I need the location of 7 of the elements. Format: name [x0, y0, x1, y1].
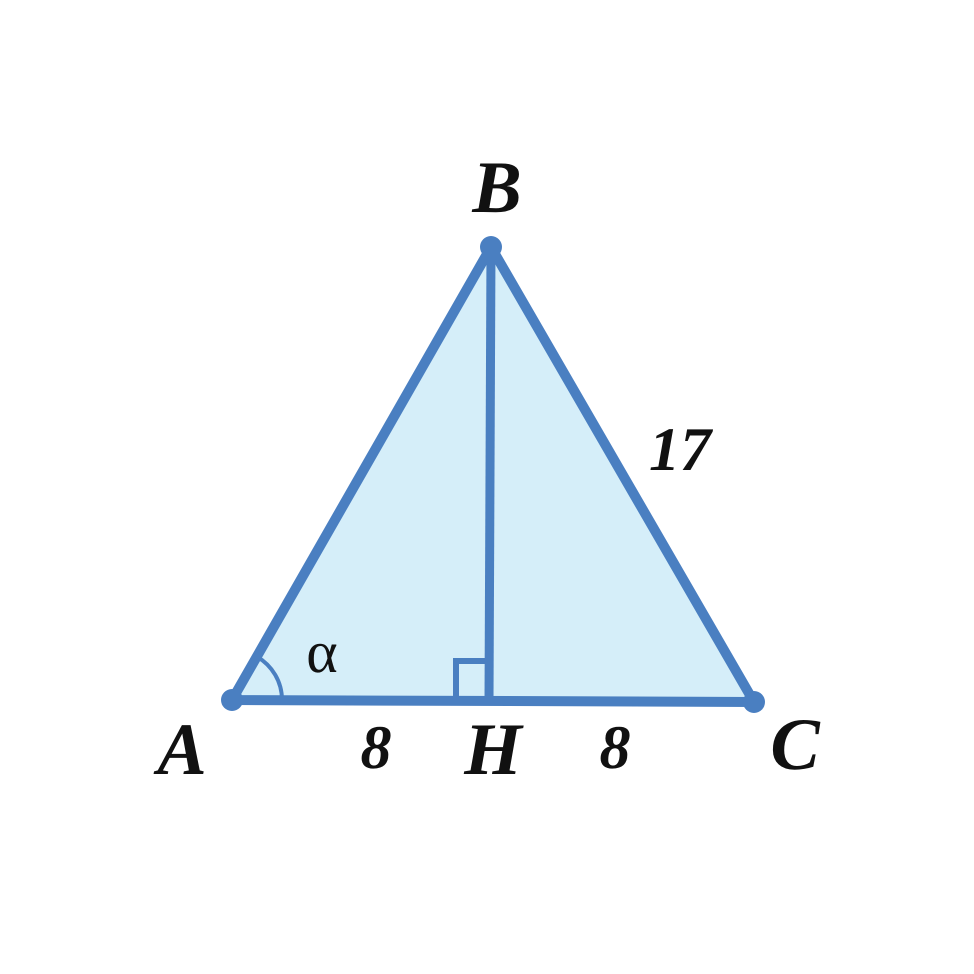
side-length-label: 17: [649, 419, 711, 481]
vertex-label: C: [770, 708, 820, 782]
segment-length-label: 8: [600, 717, 630, 779]
point-label: H: [464, 713, 522, 787]
vertex-label: B: [472, 151, 522, 225]
segment-length-label: 8: [360, 717, 392, 779]
angle-label: α: [306, 622, 338, 682]
